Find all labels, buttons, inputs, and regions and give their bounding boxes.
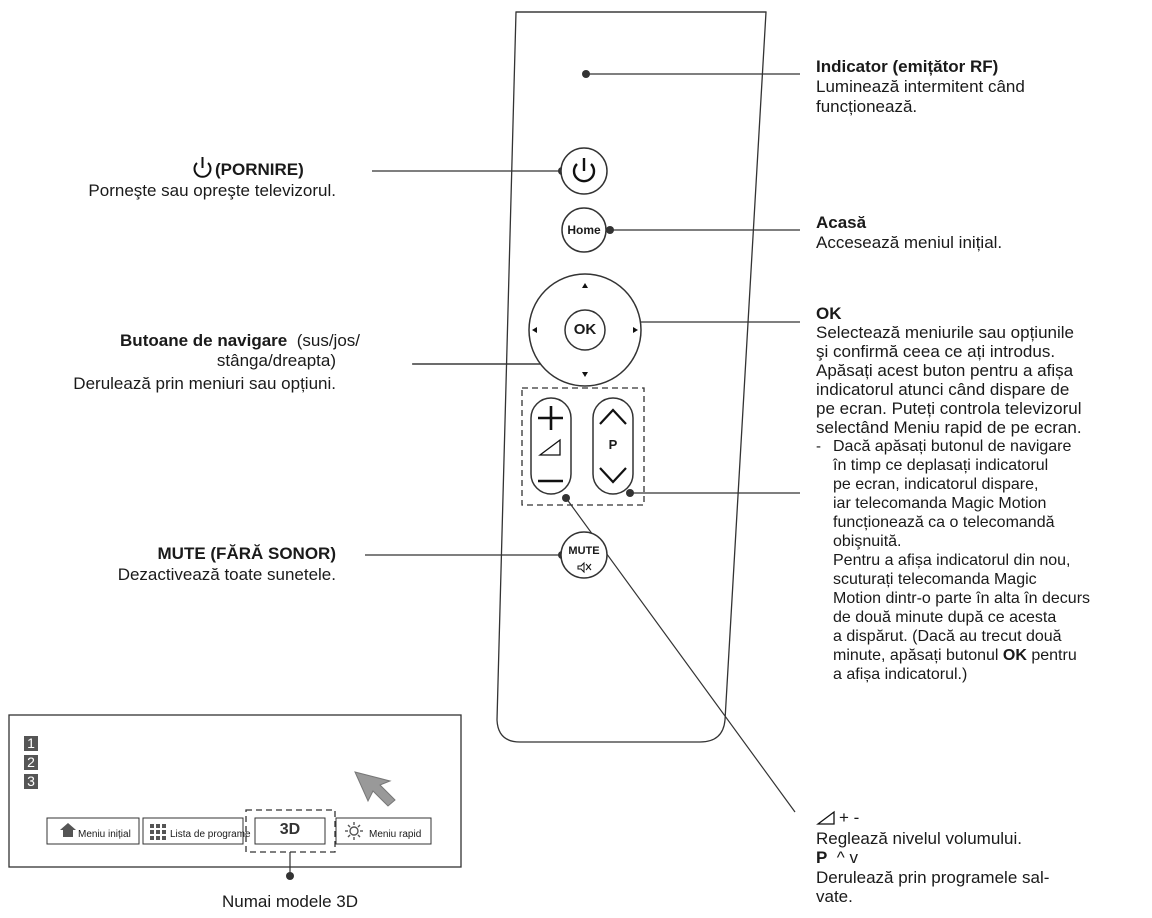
- remote-body: [496, 11, 767, 743]
- volume-rocker[interactable]: [530, 397, 572, 495]
- navigation-label-line2: stânga/dreapta): [216, 351, 336, 370]
- indicator-description-2: funcționează.: [816, 97, 918, 116]
- ok-note-5: funcționează ca o telecomandă: [833, 514, 1055, 531]
- pointer-cursor-icon: [354, 771, 396, 807]
- ok-line-1: Selectează meniurile sau opțiunile: [816, 323, 1074, 342]
- ok-line-3: Apăsați acest buton pentru a afișa: [816, 361, 1074, 380]
- ok-note-6: obişnuită.: [833, 533, 902, 550]
- ok-note-2: în timp ce deplasați indicatorul: [833, 457, 1049, 474]
- home-button[interactable]: [561, 207, 607, 253]
- ok-note-10: de două minute după ce acesta: [833, 609, 1057, 626]
- power-description: Porneşte sau opreşte televizorul.: [88, 181, 336, 200]
- indicator-description-1: Luminează intermitent când: [816, 77, 1025, 96]
- mute-button-label: MUTE: [568, 545, 600, 557]
- volume-triangle-icon: [816, 810, 835, 825]
- nav-right-icon: [633, 327, 638, 333]
- ok-note-12: minute, apăsați butonul OK pentru: [833, 647, 1077, 664]
- menu-3d-button[interactable]: 3D: [279, 821, 301, 838]
- ok-line-2: şi confirmă ceea ce ați introdus.: [816, 342, 1056, 361]
- volume-symbol-text: + -: [839, 808, 860, 827]
- program-label-row: P ^ v: [816, 848, 858, 867]
- navigation-ring[interactable]: [528, 273, 642, 387]
- ok-button-label: OK: [573, 321, 597, 338]
- ok-note-4: iar telecomanda Magic Motion: [833, 495, 1047, 512]
- program-button-label: P: [608, 437, 618, 452]
- mute-description: Dezactivează toate sunetele.: [117, 565, 336, 584]
- menu-home-button[interactable]: Meniu inițial: [78, 829, 131, 840]
- ok-note-7: Pentru a afișa indicatorul din nou,: [833, 552, 1071, 569]
- menu-programs-button[interactable]: Lista de programe: [170, 829, 251, 840]
- gear-icon: [345, 822, 363, 840]
- ok-note-11: a dispărut. (Dacă au trecut două: [833, 628, 1062, 645]
- power-icon: [193, 157, 212, 178]
- navigation-description: Derulează prin meniuri sau opțiuni.: [73, 374, 336, 393]
- mute-label: MUTE (FĂRĂ SONOR): [157, 544, 336, 563]
- power-button[interactable]: [560, 147, 608, 195]
- volume-description: Reglează nivelul volumului.: [816, 829, 1023, 848]
- ok-note-3: pe ecran, indicatorul dispare,: [833, 476, 1039, 493]
- program-description-1: Derulează prin programele sal-: [816, 868, 1050, 887]
- ok-note-dash: -: [816, 438, 821, 455]
- ok-note-13: a afișa indicatorul.): [833, 666, 968, 683]
- home-button-label: Home: [567, 223, 601, 237]
- caption-3d-models: Numai modele 3D: [221, 892, 359, 911]
- home-title: Acasă: [816, 213, 867, 232]
- channel-number-3: 3: [27, 773, 35, 789]
- power-label: (PORNIRE): [215, 160, 304, 179]
- menu-quick-button[interactable]: Meniu rapid: [369, 829, 422, 840]
- program-rocker[interactable]: [592, 397, 634, 495]
- ok-line-5: pe ecran. Puteți controla televizorul: [816, 399, 1082, 418]
- grid-icon: [150, 824, 166, 840]
- nav-down-icon: [582, 372, 588, 377]
- nav-up-icon: [582, 283, 588, 288]
- home-description: Accesează meniul inițial.: [816, 233, 1003, 252]
- navigation-label: Butoane de navigare (sus/jos/: [120, 331, 360, 350]
- indicator-title: Indicator (emițător RF): [816, 57, 999, 76]
- ok-title: OK: [816, 304, 842, 323]
- mute-button[interactable]: [560, 531, 608, 579]
- ok-note-8: scuturați telecomanda Magic: [833, 571, 1037, 588]
- home-icon: [60, 823, 76, 837]
- ok-button: [564, 309, 606, 351]
- channel-number-1: 1: [27, 735, 35, 751]
- ok-note-1: Dacă apăsați butonul de navigare: [833, 438, 1072, 455]
- ok-note-9: Motion dintr-o parte în alta în decurs: [833, 590, 1091, 607]
- ok-line-6: selectând Meniu rapid de pe ecran.: [816, 418, 1082, 437]
- channel-number-2: 2: [27, 754, 35, 770]
- program-description-2: vate.: [816, 887, 853, 906]
- ok-line-4: indicatorul atunci când dispare de: [816, 380, 1070, 399]
- nav-left-icon: [532, 327, 537, 333]
